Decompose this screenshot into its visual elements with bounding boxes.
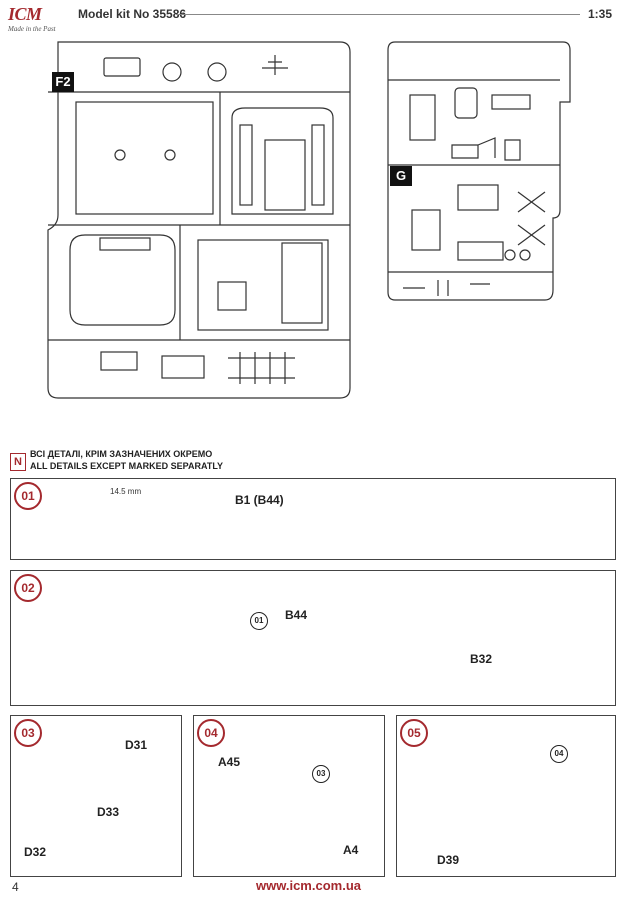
note-marker: N bbox=[10, 453, 26, 471]
step-02-ref: 01 bbox=[250, 612, 268, 630]
kit-title: Model kit No 35586 bbox=[78, 7, 187, 21]
step-03-label-a: D31 bbox=[125, 738, 148, 752]
sprue-f2-label: F2 bbox=[52, 72, 74, 92]
footer-url[interactable]: www.icm.com.ua bbox=[256, 878, 361, 893]
step-04-label-b: A4 bbox=[343, 843, 359, 857]
step-05-number: 05 bbox=[400, 719, 428, 747]
step-01-frame bbox=[10, 478, 616, 560]
note-en: ALL DETAILS EXCEPT MARKED SEPARATLY bbox=[30, 461, 224, 471]
step-01-part-label: B1 (B44) bbox=[235, 493, 284, 507]
sprue-f2-frame bbox=[47, 41, 351, 399]
step-03-number: 03 bbox=[14, 719, 42, 747]
sprue-g-label: G bbox=[390, 166, 412, 186]
step-05-frame bbox=[396, 715, 616, 877]
step-02-frame bbox=[10, 570, 616, 706]
step-02-spring-label: B32 bbox=[470, 652, 493, 666]
header-rule bbox=[176, 14, 580, 15]
page-number: 4 bbox=[12, 880, 19, 894]
step-04-frame bbox=[193, 715, 385, 877]
sprue-g-frame bbox=[387, 41, 571, 301]
step-04-ref: 03 bbox=[312, 765, 330, 783]
step-02-part-label: B44 bbox=[285, 608, 308, 622]
step-04-label-a: A45 bbox=[218, 755, 241, 769]
logo-text: ICM bbox=[8, 4, 42, 24]
step-05-ref: 04 bbox=[550, 745, 568, 763]
logo-tagline: Made in the Past bbox=[8, 25, 56, 33]
step-03-label-c: D32 bbox=[24, 845, 47, 859]
step-01-dimension: 14.5 mm bbox=[110, 487, 142, 496]
note-ua: ВСІ ДЕТАЛІ, КРІМ ЗАЗНАЧЕНИХ ОКРЕМО bbox=[30, 449, 213, 459]
step-05-label-a: D39 bbox=[437, 853, 460, 867]
step-03-label-b: D33 bbox=[97, 805, 120, 819]
step-01-number: 01 bbox=[14, 482, 42, 510]
icm-logo: ICM Made in the Past bbox=[8, 4, 68, 34]
scale-label: 1:35 bbox=[588, 7, 613, 21]
step-02-number: 02 bbox=[14, 574, 42, 602]
step-04-number: 04 bbox=[197, 719, 225, 747]
